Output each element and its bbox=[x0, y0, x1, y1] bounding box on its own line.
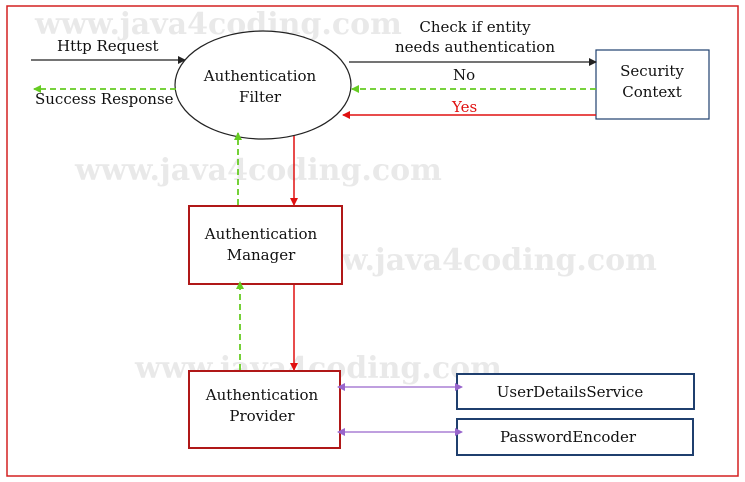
authentication-manager-label-line2: Manager bbox=[227, 246, 296, 264]
yes-label: Yes bbox=[451, 98, 477, 116]
authentication-filter-node bbox=[174, 30, 352, 140]
outer-frame bbox=[6, 5, 739, 477]
security-context-node bbox=[595, 49, 710, 120]
http-request-label: Http Request bbox=[57, 37, 159, 55]
authentication-manager-node bbox=[188, 205, 343, 285]
success-response-label: Success Response bbox=[35, 90, 174, 108]
security-context-label-line2: Context bbox=[622, 83, 682, 101]
user-details-service-node bbox=[456, 373, 695, 410]
authentication-provider-label-line2: Provider bbox=[229, 407, 295, 425]
user-details-service-label: UserDetailsService bbox=[497, 383, 644, 401]
authentication-provider-label-line1: Authentication bbox=[205, 386, 319, 404]
check-entity-label-line2: needs authentication bbox=[395, 38, 555, 56]
authentication-filter-label-line1: Authentication bbox=[203, 67, 317, 85]
no-label: No bbox=[453, 66, 475, 84]
authentication-filter-label-line2: Filter bbox=[239, 88, 282, 106]
watermark-2: www.java4coding.com bbox=[74, 153, 442, 188]
watermark-3: www.java4coding.com bbox=[289, 243, 657, 278]
password-encoder-label: PasswordEncoder bbox=[500, 428, 637, 446]
watermark-1: www.java4coding.com bbox=[34, 7, 402, 42]
check-entity-label-line1: Check if entity bbox=[419, 18, 531, 36]
security-context-label-line1: Security bbox=[620, 62, 684, 80]
authentication-manager-label-line1: Authentication bbox=[204, 225, 318, 243]
authentication-provider-node bbox=[188, 370, 341, 449]
password-encoder-node bbox=[456, 418, 694, 456]
